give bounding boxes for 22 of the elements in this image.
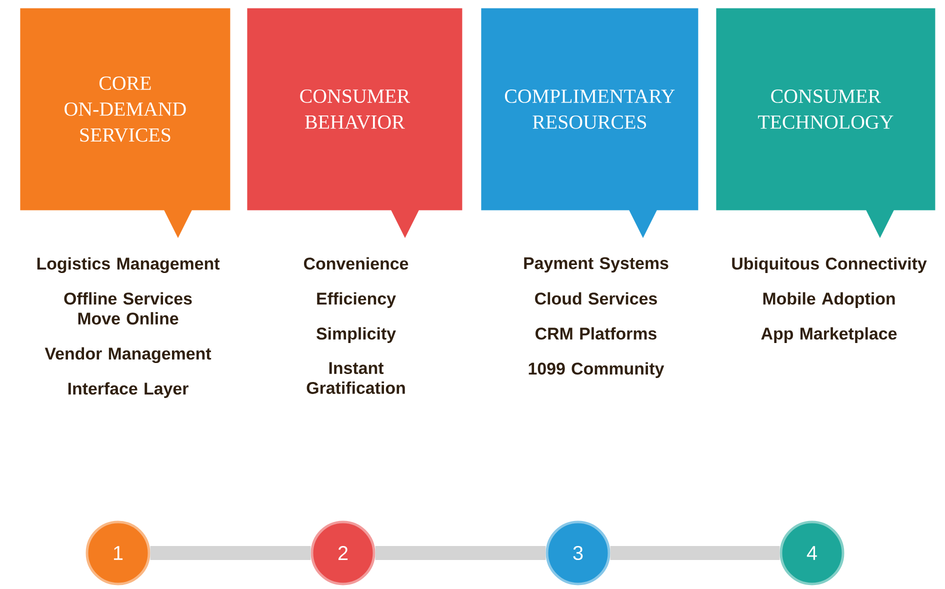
list-item: Payment Systems <box>524 257 668 273</box>
list-item: Instant Gratification <box>306 362 405 394</box>
list-item: Simplicity <box>316 327 396 343</box>
list-item: Logistics Management <box>37 257 220 274</box>
header-box: CONSUMER BEHAVIOR <box>247 8 462 238</box>
list-item: CRM Platforms <box>536 327 656 340</box>
list-item: Convenience <box>304 257 408 270</box>
list-item: Vendor Management <box>44 347 212 364</box>
list-item: Interface Layer <box>68 382 188 398</box>
connector-bar <box>375 546 546 560</box>
list-item: 1099 Community <box>528 362 664 378</box>
connector-bar <box>150 546 311 560</box>
list-item: Mobile Adoption <box>763 292 895 308</box>
header-box: CONSUMER TECHNOLOGY <box>716 8 936 238</box>
list-item: Efficiency <box>317 292 396 308</box>
connector-bar <box>610 546 780 560</box>
list-item: Ubiquitous Connectivity <box>732 257 927 273</box>
list-item: Offline Services Move Online <box>64 292 192 325</box>
header-box: CORE ON-DEMAND SERVICES <box>20 8 230 238</box>
list-item: App Marketplace <box>761 327 897 343</box>
header-box: COMPLIMENTARY RESOURCES <box>481 8 698 238</box>
list-item: Cloud Services <box>535 292 657 305</box>
